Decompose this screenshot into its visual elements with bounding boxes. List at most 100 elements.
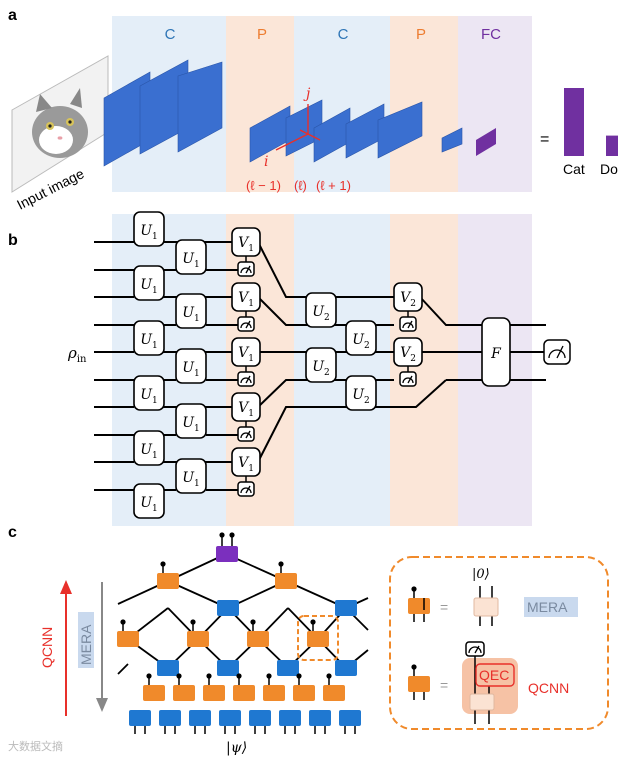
svg-text:V1: V1: [238, 400, 254, 419]
u1-gate: U1: [133, 483, 165, 519]
layer-label-fc: FC: [481, 26, 501, 43]
blue-tensor: [217, 600, 239, 616]
index-j: j: [303, 86, 311, 102]
orange-tensor: [117, 619, 139, 647]
svg-text:V1: V1: [238, 235, 254, 254]
blue-tensor: [249, 710, 271, 734]
svg-text:V1: V1: [238, 290, 254, 309]
panel-b-letter: b: [8, 232, 18, 249]
legend-qcnn-row: = QEC QCNN: [408, 641, 569, 724]
qec-box: [475, 663, 515, 687]
blue-tensor: [309, 710, 331, 734]
final-measurement-icon: [510, 339, 571, 365]
u1-gate: U1: [175, 403, 207, 439]
u2-gate: U2: [345, 320, 377, 356]
f-gate: F: [481, 317, 511, 387]
v1-gate: V1: [231, 337, 261, 387]
u2-gates: U2 U2 U2 U2: [305, 292, 377, 411]
network-lines: [117, 553, 369, 675]
svg-text:V2: V2: [400, 345, 416, 364]
output-bar: [606, 135, 618, 156]
panel-c: c QCNN MERA |ψ⟩ |0⟩: [8, 524, 609, 756]
svg-text:U1: U1: [182, 360, 200, 379]
u1-gate: U1: [175, 239, 207, 275]
blue-tensor: [335, 600, 357, 616]
v1-gate: V1: [231, 227, 261, 277]
p-band-1: [226, 16, 294, 192]
u1-gate: U1: [133, 375, 165, 411]
svg-text:V1: V1: [238, 455, 254, 474]
svg-text:U1: U1: [140, 223, 158, 242]
index-line-i: [275, 133, 309, 151]
blue-tensor: [339, 710, 361, 734]
index-line-cross: [299, 129, 321, 141]
p-band-b1: [226, 214, 294, 526]
orange-tensor: [143, 673, 165, 701]
svg-text:U1: U1: [140, 495, 158, 514]
u1-gate: U1: [175, 458, 207, 494]
v2-gate: V2: [393, 337, 423, 387]
u2-gate: U2: [345, 375, 377, 411]
ket0-label: |0⟩: [472, 567, 490, 582]
svg-text:U2: U2: [312, 359, 330, 378]
watermark: 大数据文摘: [8, 739, 63, 753]
v2-gate: V2: [393, 282, 423, 332]
p-band-b2: [390, 214, 458, 526]
mera-label-bg: [78, 612, 94, 668]
legend-mera-label: MERA: [527, 599, 568, 615]
svg-text:U2: U2: [352, 332, 370, 351]
mera-arrowhead: [96, 698, 108, 712]
blue-tensor: [279, 710, 301, 734]
svg-text:U1: U1: [182, 305, 200, 324]
legend-qcnn-label: QCNN: [528, 680, 569, 696]
svg-text:F: F: [490, 346, 502, 362]
output-bars: [564, 88, 618, 156]
panel-a-letter: a: [8, 7, 17, 24]
input-image: [11, 55, 109, 193]
qcnn-axis-label: QCNN: [39, 627, 55, 668]
c-band-b1: [112, 214, 226, 526]
top-tensor: [216, 546, 238, 562]
u1-gate: U1: [133, 430, 165, 466]
orange-tensor: [233, 673, 255, 701]
feature-map: [441, 127, 463, 153]
feature-map: [377, 101, 423, 159]
orange-tensor: [293, 673, 315, 701]
layer-label-c2: C: [338, 26, 349, 43]
blue-tensor: [335, 660, 357, 676]
index-i: i: [264, 154, 268, 170]
orange-tensor: [307, 619, 329, 647]
svg-text:U1: U1: [140, 332, 158, 351]
panel-a: a C P C P FC Input image: [8, 7, 618, 213]
u2-gate: U2: [305, 292, 337, 328]
output-equals: =: [540, 131, 549, 148]
svg-text:U1: U1: [140, 277, 158, 296]
fc-block: [476, 128, 496, 156]
legend-box: [389, 556, 609, 730]
u1-gate: U1: [175, 293, 207, 329]
blue-tensor: [129, 710, 151, 734]
highlight-box: [297, 615, 339, 661]
blue-tensor: [219, 710, 241, 734]
layer-index-cur: (ℓ): [294, 178, 307, 193]
tensor-layers: [117, 561, 361, 734]
qcnn-arrowhead: [60, 580, 72, 594]
svg-text:U2: U2: [312, 304, 330, 323]
svg-text:U1: U1: [182, 251, 200, 270]
u1-gate: U1: [133, 320, 165, 356]
blue-tensor: [217, 660, 239, 676]
legend-equals-qcnn: =: [440, 677, 448, 693]
mera-axis-label: MERA: [78, 624, 94, 665]
p-band-2: [390, 16, 458, 192]
output-label-cat: Cat: [563, 161, 585, 177]
blue-tensor: [159, 710, 181, 734]
v1-gate: V1: [231, 447, 261, 497]
svg-text:V2: V2: [400, 290, 416, 309]
u1-gate: U1: [133, 265, 165, 301]
layer-label-p1: P: [257, 26, 267, 43]
orange-tensor: [173, 673, 195, 701]
orange-tensor: [187, 619, 209, 647]
orange-tensor: [203, 673, 225, 701]
layer-label-p2: P: [416, 26, 426, 43]
svg-text:V1: V1: [238, 345, 254, 364]
